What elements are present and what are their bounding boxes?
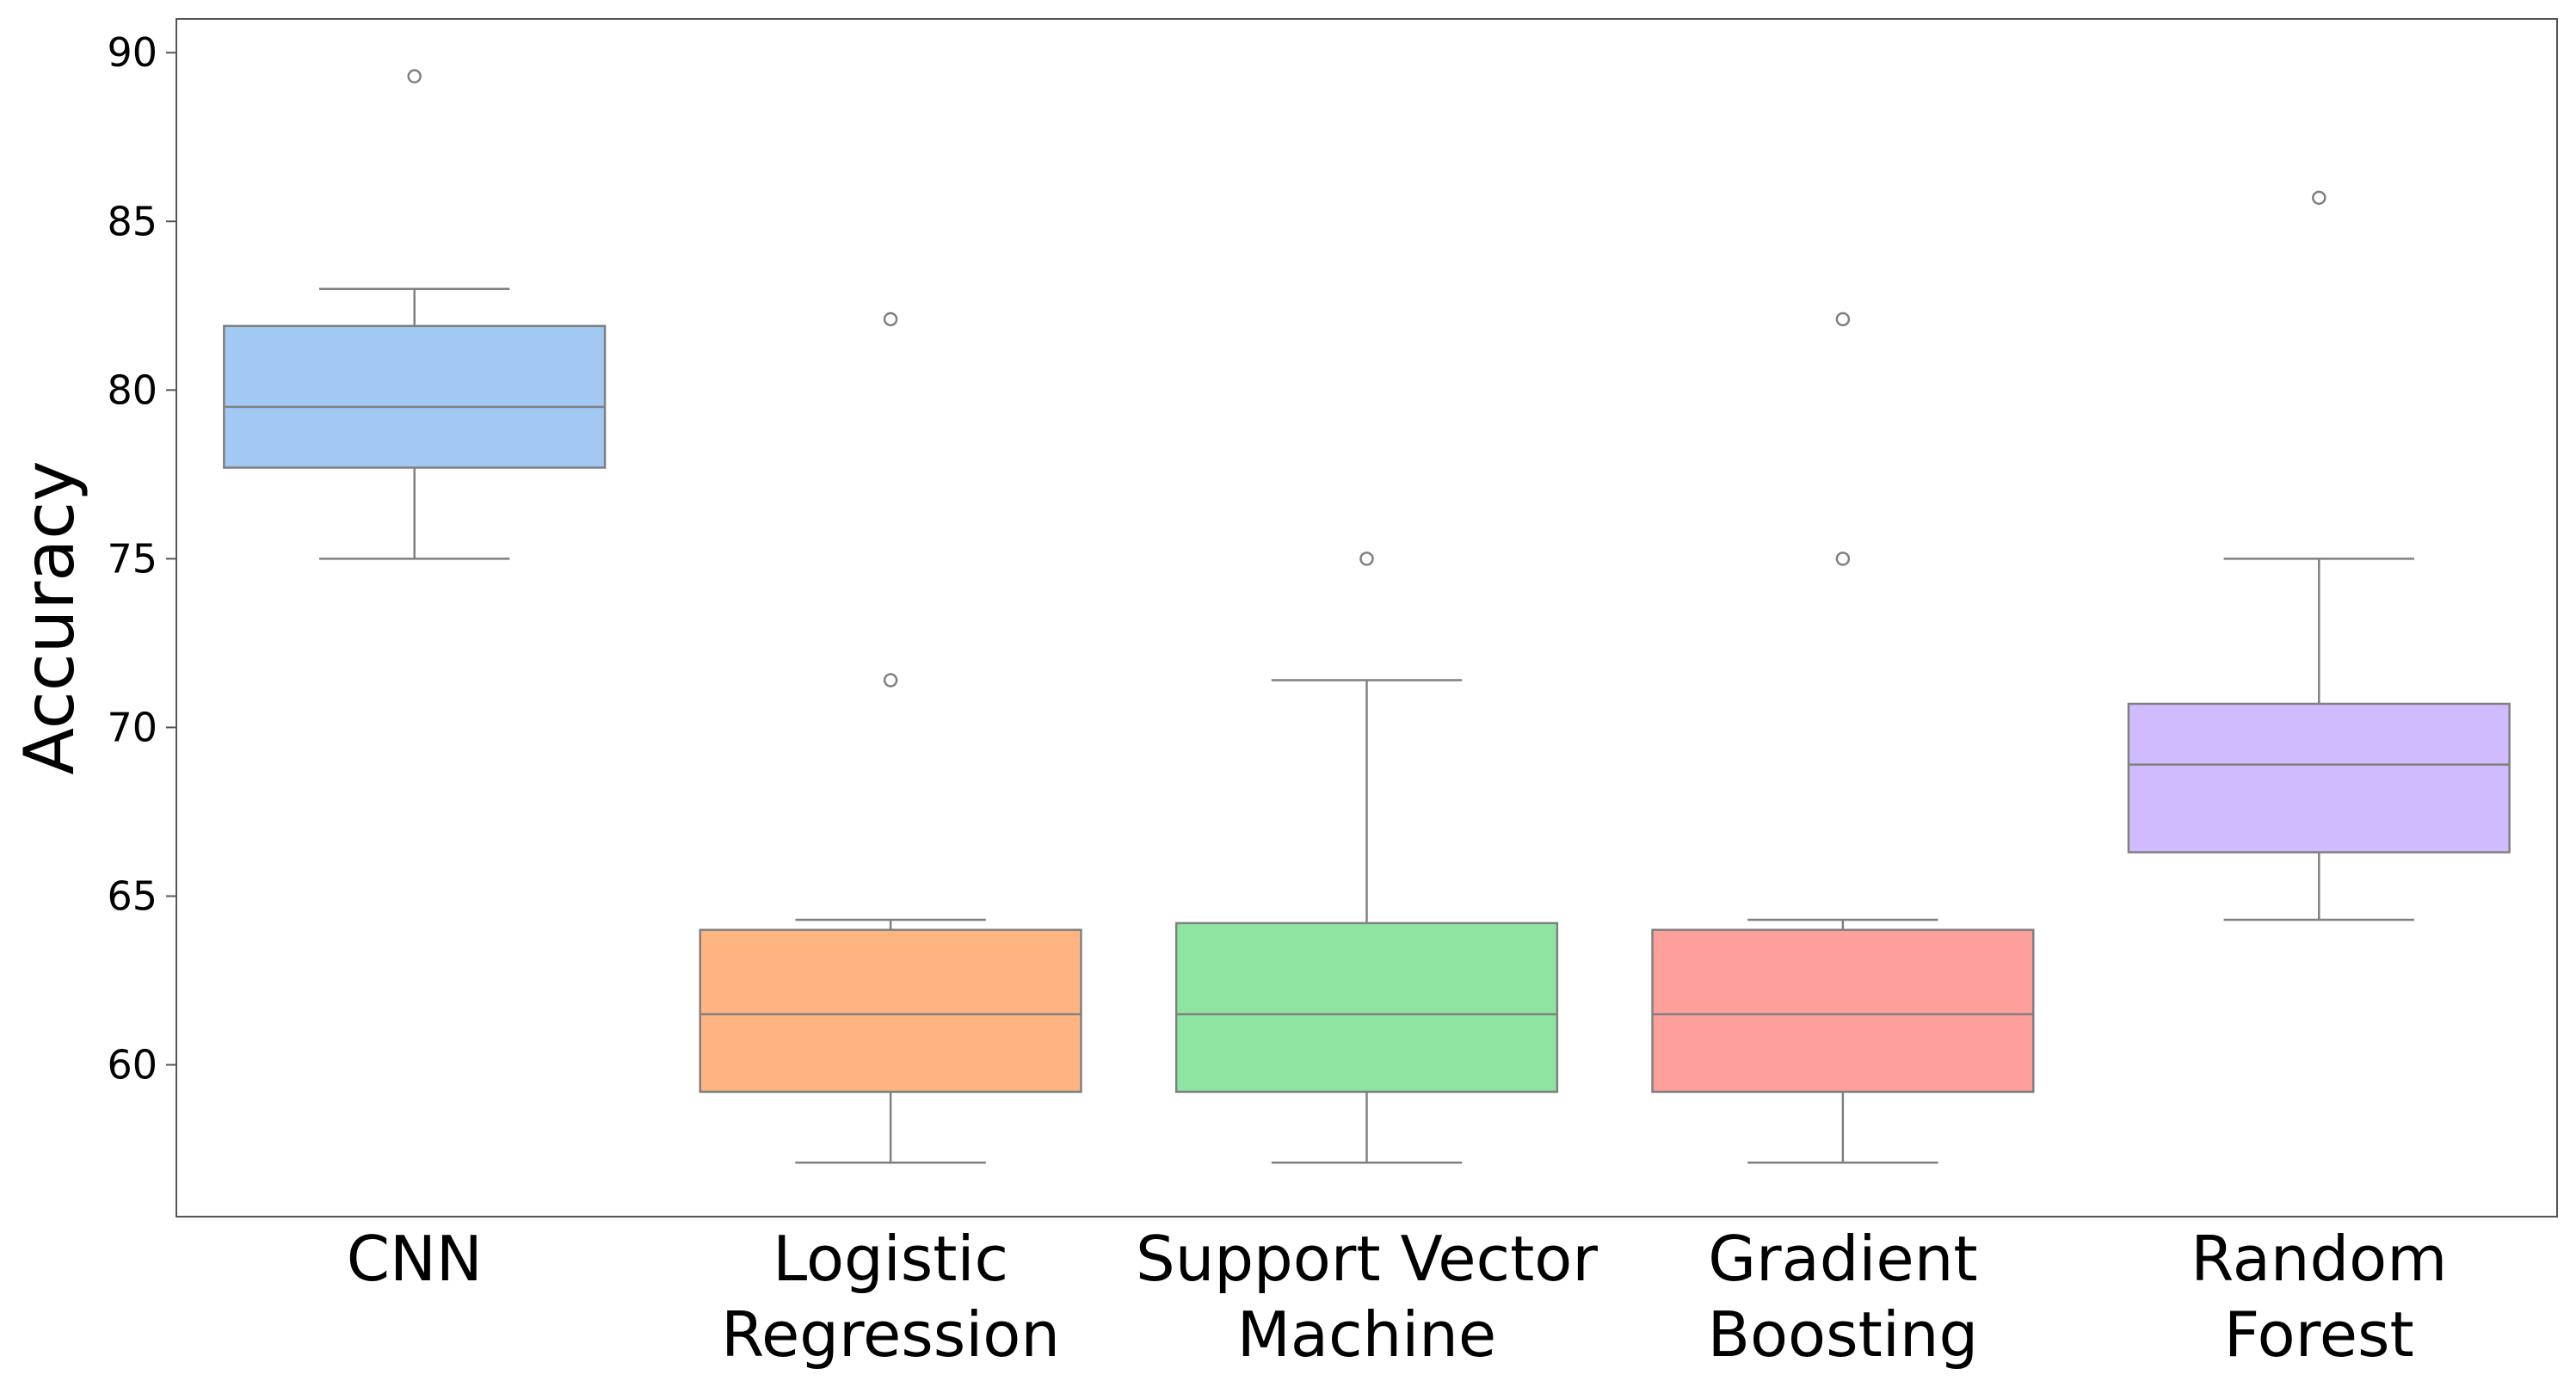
box-group [699, 311, 1082, 1164]
outlier-point [1835, 552, 1851, 566]
x-category-label-line: Machine [1237, 1298, 1496, 1371]
x-category-label-line: Forest [2224, 1298, 2414, 1371]
box-group [1651, 311, 2035, 1164]
iqr-box [1174, 922, 1559, 1094]
outlier-point [407, 69, 422, 83]
iqr-box [699, 928, 1082, 1094]
outlier-point [883, 311, 898, 327]
box-group [2127, 190, 2511, 922]
x-category-label-line: Support Vector [1136, 1223, 1598, 1295]
plot-frame [176, 18, 2558, 1217]
iqr-box [223, 324, 607, 469]
y-axis-ticks: 60 65 70 75 80 85 90 [107, 29, 176, 1088]
y-tick-label: 80 [107, 367, 157, 413]
y-tick-label: 70 [107, 704, 157, 750]
x-category-label-line: Logistic [773, 1223, 1008, 1295]
y-tick-label: 60 [107, 1042, 157, 1088]
iqr-box [2127, 702, 2511, 854]
outlier-point [2312, 190, 2326, 206]
box-group [223, 69, 607, 560]
outlier-point [1359, 552, 1374, 566]
outlier-point [883, 673, 898, 687]
x-category-label-line: Gradient [1708, 1223, 1977, 1295]
x-category-label: CNN [347, 1223, 483, 1295]
y-tick-label: 85 [107, 198, 157, 244]
box-group [1174, 552, 1559, 1164]
y-tick-label: 75 [107, 535, 157, 582]
y-axis-title: Accuracy [9, 460, 89, 774]
y-tick-label: 90 [107, 29, 157, 76]
outlier-point [1835, 311, 1851, 327]
box-series [223, 69, 2511, 1164]
iqr-box [1651, 928, 2035, 1094]
y-tick-label: 65 [107, 872, 157, 919]
x-category-label-line: Random [2191, 1223, 2447, 1295]
x-category-label-line: Boosting [1708, 1298, 1979, 1371]
x-category-label-line: Regression [721, 1298, 1060, 1371]
x-category-label-line: CNN [347, 1223, 483, 1295]
